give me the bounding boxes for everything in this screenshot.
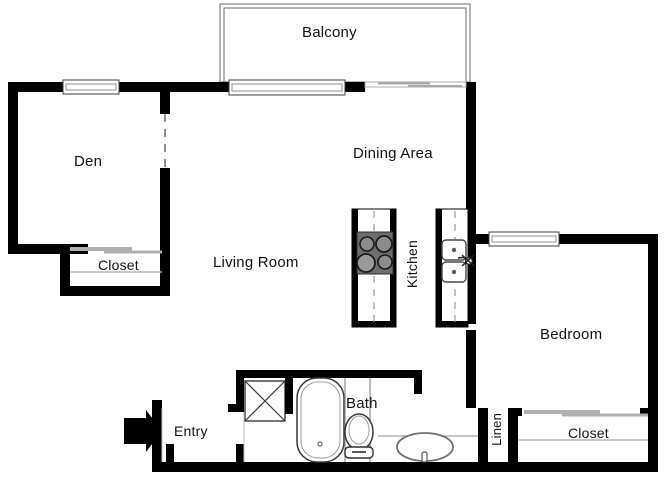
room-label-bedroom: Bedroom: [540, 326, 603, 343]
window-den: [62, 79, 120, 95]
vanity-sink-icon: [378, 432, 478, 463]
storage-closet-icon: [244, 378, 293, 422]
room-label-balcony: Balcony: [302, 24, 357, 41]
sliding-door-balcony: [228, 79, 346, 96]
sink-kitchen-icon: [441, 239, 475, 283]
balcony-outline: [219, 3, 471, 83]
exterior-walls: [8, 82, 658, 472]
room-label-living-room: Living Room: [213, 254, 299, 271]
room-label-dining-area: Dining Area: [353, 145, 433, 162]
window-dining: [364, 81, 467, 88]
entry-arrow-icon: [124, 410, 162, 452]
room-label-kitchen: Kitchen: [404, 240, 420, 289]
toilet-icon: [344, 413, 374, 459]
room-label-closet-bedroom: Closet: [568, 425, 609, 441]
room-label-linen: Linen: [489, 413, 504, 446]
room-label-entry: Entry: [174, 423, 208, 439]
interior-thin-lines: [161, 408, 245, 462]
bathtub-icon: [296, 377, 371, 463]
stove-icon: [356, 231, 394, 275]
closet-den-doors: [70, 247, 162, 273]
room-label-bath: Bath: [346, 395, 378, 412]
window-bedroom: [488, 231, 560, 247]
room-label-den: Den: [74, 153, 103, 170]
closet-bedroom-doors: [518, 410, 648, 441]
room-label-closet-den: Closet: [98, 257, 139, 273]
